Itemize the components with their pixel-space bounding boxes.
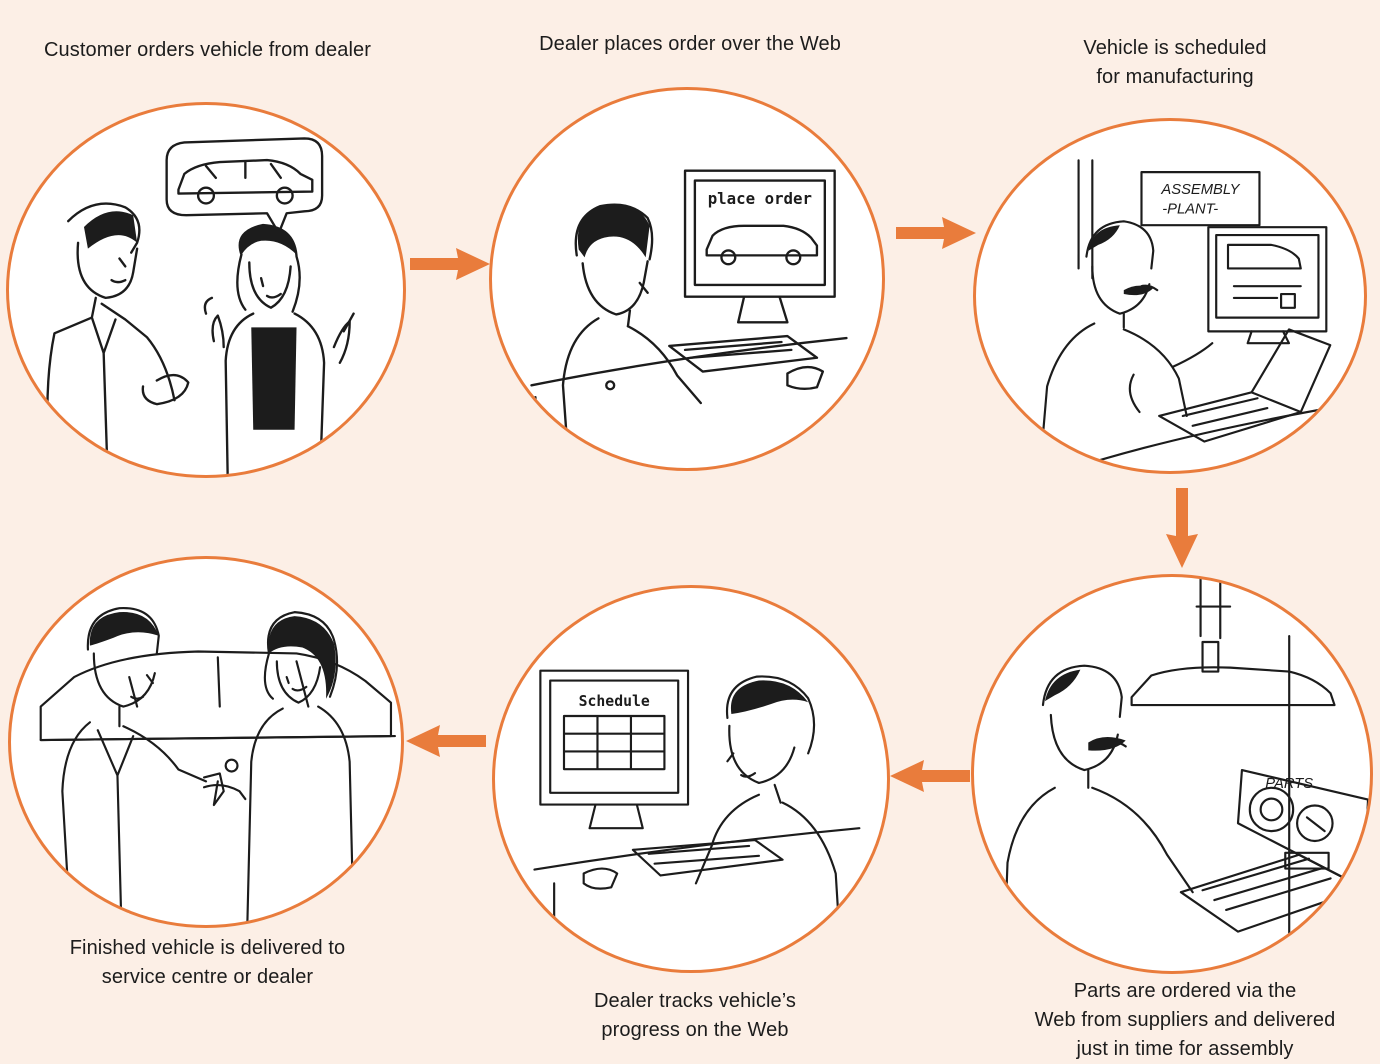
step6-caption: Finished vehicle is delivered to service… <box>69 937 346 988</box>
arrow-icon <box>896 217 976 249</box>
step5-illustration: Schedule <box>492 585 890 973</box>
dealer-schedule-drawing: Schedule <box>533 669 861 970</box>
step2-illustration: place order <box>489 87 885 471</box>
arrow-2-to-3 <box>896 217 976 249</box>
arrow-5-to-6 <box>406 725 486 757</box>
step6-illustration <box>8 556 404 928</box>
arrow-icon <box>1166 488 1198 568</box>
arrow-icon <box>406 725 486 757</box>
arrow-4-to-5 <box>890 760 970 792</box>
arrow-icon <box>410 248 490 280</box>
vehicle-delivery-drawing <box>39 607 396 925</box>
arrow-3-to-4 <box>1166 488 1198 568</box>
step4-illustration: PARTS <box>971 574 1373 974</box>
assembly-plant-drawing: ASSEMBLY-PLANT- <box>1040 159 1342 471</box>
parts-screen-label: PARTS <box>1265 776 1313 792</box>
parts-ordering-drawing: PARTS <box>1002 577 1370 971</box>
arrow-1-to-2 <box>410 248 490 280</box>
step1-caption: Customer orders vehicle from dealer <box>44 39 371 61</box>
assembly-plant-sign-label: ASSEMBLY-PLANT- <box>1160 182 1240 218</box>
step2-caption: Dealer places order over the Web <box>539 33 841 55</box>
dealer-computer-drawing: place order <box>530 169 848 468</box>
step5-caption: Dealer tracks vehicle’s progress on the … <box>593 990 796 1041</box>
step4-caption: Parts are ordered via the Web from suppl… <box>1034 980 1336 1060</box>
schedule-screen-label: Schedule <box>579 693 650 710</box>
step1-illustration <box>6 102 406 478</box>
step3-illustration: ASSEMBLY-PLANT- <box>973 118 1367 474</box>
customer-dealer-drawing <box>46 137 355 475</box>
place-order-screen-label: place order <box>708 189 812 208</box>
step3-caption: Vehicle is scheduled for manufacturing <box>1083 37 1267 88</box>
arrow-icon <box>890 760 970 792</box>
